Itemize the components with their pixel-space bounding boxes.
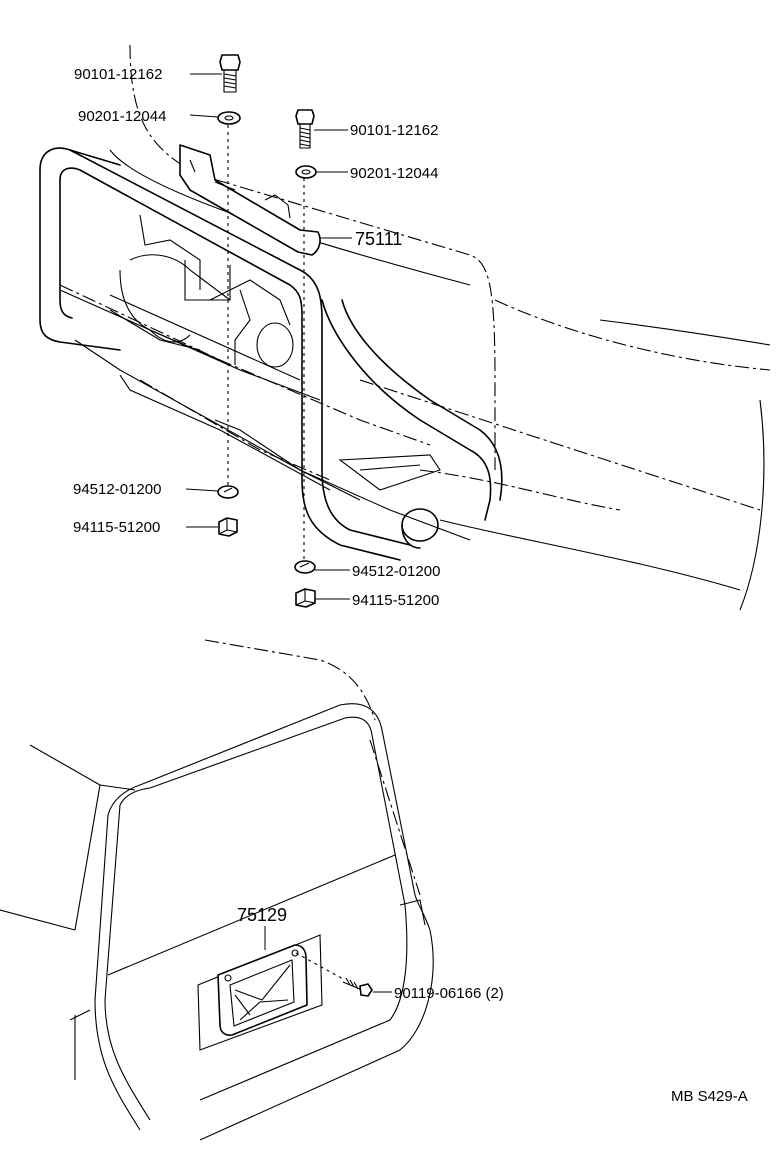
washer-icon: [295, 165, 317, 179]
back-door-assembly: [0, 639, 434, 1141]
label-plate-screw: 90119-06166 (2): [394, 985, 504, 1002]
nut-icon: [295, 588, 316, 608]
label-washer-top-left: 90201-12044: [78, 108, 166, 125]
diagram-reference: MB S429-A: [671, 1088, 748, 1105]
nut-icon: [218, 517, 238, 537]
label-nut-right: 94115-51200: [352, 592, 439, 609]
label-bracket: 75111: [355, 229, 402, 249]
label-bolt-top-left: 90101-12162: [74, 66, 162, 83]
lock-washer-icon: [294, 560, 316, 574]
label-lock-washer-left: 94512-01200: [73, 481, 161, 498]
label-nut-left: 94115-51200: [73, 519, 160, 536]
washer-icon: [217, 111, 241, 125]
bolt-icon: [219, 54, 241, 93]
lock-washer-icon: [217, 485, 239, 499]
bumper-guard-assembly: [39, 44, 771, 611]
label-washer-top-right: 90201-12044: [350, 165, 438, 182]
license-plate-bracket: [217, 944, 308, 1036]
bolt-icon: [295, 109, 315, 149]
label-plate-bracket: 75129: [237, 905, 287, 925]
label-bolt-top-right: 90101-12162: [350, 122, 438, 139]
screw-icon: [342, 977, 373, 997]
label-lock-washer-right: 94512-01200: [352, 563, 440, 580]
